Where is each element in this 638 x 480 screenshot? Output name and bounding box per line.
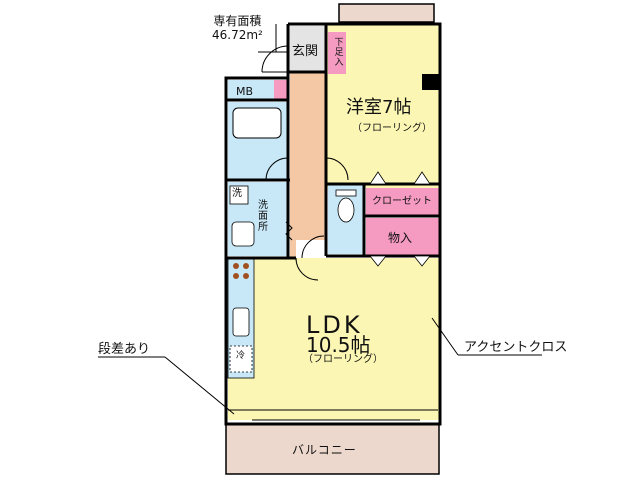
western-room-label: 洋室7帖 (346, 97, 412, 118)
stove-burner (243, 273, 249, 279)
bathtub (232, 107, 282, 139)
genkan-area (288, 26, 326, 72)
upper-balcony (338, 3, 435, 23)
area-label: 専有面積 46.72m² (212, 14, 263, 42)
ldk-size: 10.5帖 (306, 333, 371, 357)
mb-label: MB (236, 85, 254, 98)
shoebox (328, 32, 346, 74)
mb-pink (274, 80, 288, 100)
stove-burner (233, 273, 239, 279)
column (422, 74, 440, 90)
fridge-label: 冷 (236, 351, 246, 361)
kitchen-sink (232, 307, 250, 337)
shoebox-label: 下足入 (334, 38, 344, 68)
washroom-door (301, 235, 325, 259)
storage (366, 218, 440, 256)
area-title: 専有面積 (213, 14, 262, 28)
fridge-space (229, 345, 253, 373)
accent-cloth-annotation: アクセントクロス (464, 340, 568, 355)
ldk-label: LDK (306, 311, 363, 339)
closet-door-mark (413, 171, 431, 185)
step-annotation: 段差あり (98, 342, 151, 357)
ldk-floor: （フローリング） (303, 354, 383, 365)
stove-burner (233, 263, 239, 269)
hallway (290, 72, 326, 258)
storage-label: 物入 (388, 231, 413, 245)
balcony-label: バルコニー (292, 443, 357, 457)
wash-basin (231, 221, 255, 247)
storage-door-mark (369, 255, 387, 267)
accent-leader (431, 317, 459, 356)
washing-machine (229, 185, 249, 205)
balcony (225, 423, 440, 475)
toilet-tank (335, 189, 357, 197)
storage-door-mark (413, 255, 431, 267)
stove-burner (243, 263, 249, 269)
area-value: 46.72m² (212, 28, 263, 42)
western-room-floor: （フローリング） (352, 123, 432, 134)
mb-closet (228, 80, 274, 100)
hallway-step (285, 221, 293, 241)
genkan-label: 玄関 (292, 44, 319, 59)
western-door (325, 157, 349, 181)
step-leader (164, 356, 235, 415)
entrance-door (261, 45, 289, 73)
closet (366, 188, 440, 216)
bath-door (265, 157, 289, 181)
toilet-bowl (337, 197, 355, 223)
closet-label: クローゼット (372, 196, 432, 207)
closet-door-mark (369, 171, 387, 185)
ldk-room (228, 258, 440, 420)
ldk-door (295, 257, 319, 281)
laundry-label: 洗 (232, 188, 242, 199)
washroom-label: 洗面所 (258, 200, 268, 233)
